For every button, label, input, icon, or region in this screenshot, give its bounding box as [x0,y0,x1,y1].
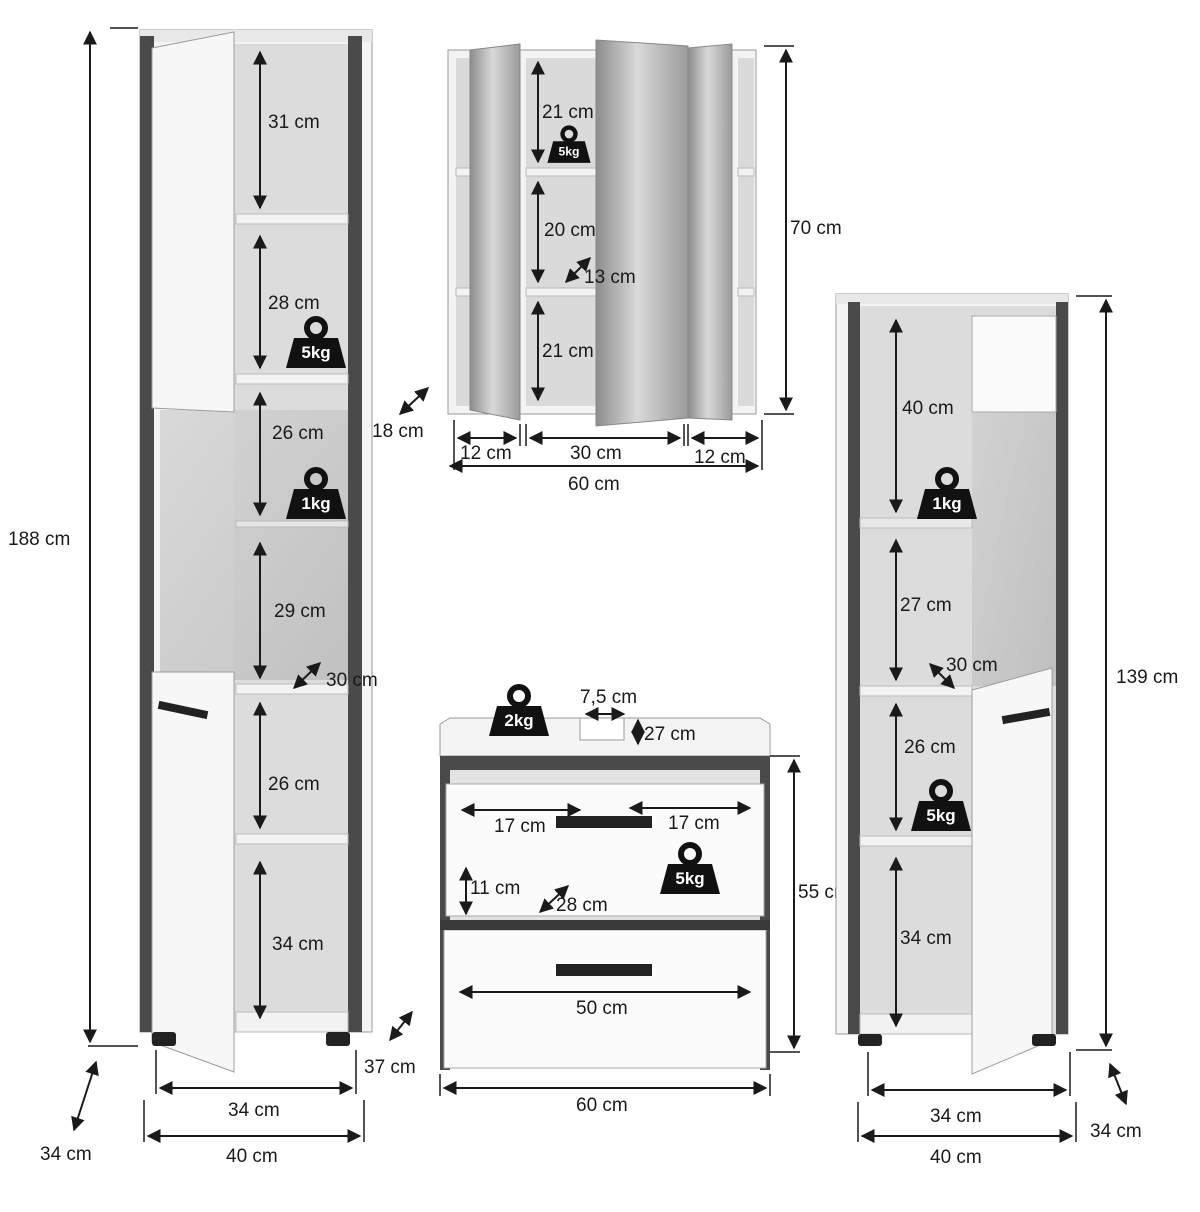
vanity-unit: 2kg 7,5 cm 27 cm 17 cm 17 cm 11 cm 28 cm… [439,687,850,1116]
vanity-drain-depth-label: 27 cm [644,724,696,745]
vanity-drawer-height-label: 11 cm [470,878,520,899]
tall-depth-label: 34 cm [40,1144,92,1165]
mid-shelf-2-label: 27 cm [900,595,952,616]
mirror-height-label: 70 cm [790,218,842,239]
tall-bottom-depth-label: 37 cm [364,1057,416,1078]
tall-height-label: 188 cm [8,529,70,550]
mirror-shelf-3-label: 21 cm [542,341,594,362]
weight-icon: 5kg [911,782,971,831]
tall-weight-1-label: 5kg [301,343,330,362]
vanity-drawer-depth-label: 28 cm [556,895,608,916]
mid-inner-width-label: 34 cm [930,1106,982,1127]
tall-shelf-5-label: 26 cm [268,774,320,795]
tall-shelf-4-label: 29 cm [274,601,326,622]
tall-shelf-1-label: 31 cm [268,112,320,133]
mirror-section-left-label: 12 cm [460,443,512,464]
mid-depth-label: 34 cm [1090,1121,1142,1142]
tall-inner-depth-label: 30 cm [326,670,378,691]
vanity-width-label: 60 cm [576,1095,628,1116]
vanity-drawer-left-label: 17 cm [494,816,546,837]
mirror-shelf-1-label: 21 cm [542,102,594,123]
mirror-cabinet: 21 cm 20 cm 21 cm 5kg 13 cm 70 cm 18 cm … [372,39,842,495]
vanity-drain-width-label: 7,5 cm [580,687,637,708]
mid-weight-2-label: 5kg [926,806,955,825]
mid-inner-depth-label: 30 cm [946,655,998,676]
mirror-weight-label: 5kg [558,145,579,159]
mirror-section-center-label: 30 cm [570,443,622,464]
vanity-drawer-weight-label: 5kg [675,869,704,888]
weight-icon: 1kg [286,470,346,519]
tall-shelf-3-label: 26 cm [272,423,324,444]
weight-icon: 5kg [660,845,720,894]
mirror-inner-depth-label: 13 cm [584,267,636,288]
vanity-drawer-right-label: 17 cm [668,813,720,834]
weight-icon: 2kg [489,687,549,736]
tall-inner-width-label: 34 cm [228,1100,280,1121]
tall-cabinet: 31 cm 28 cm 26 cm 29 cm 26 cm 34 cm 5kg … [8,27,416,1167]
vanity-bottom-drawer-width-label: 50 cm [576,998,628,1019]
weight-icon: 5kg [286,319,346,368]
mirror-section-right-label: 12 cm [694,447,746,468]
mirror-depth-label: 18 cm [372,421,424,442]
mid-weight-1-label: 1kg [932,494,961,513]
mirror-width-label: 60 cm [568,474,620,495]
weight-icon: 1kg [917,470,977,519]
tall-width-label: 40 cm [226,1146,278,1167]
mid-shelf-4-label: 34 cm [900,928,952,949]
weight-icon: 5kg [547,128,590,163]
mid-width-label: 40 cm [930,1147,982,1168]
tall-shelf-2-label: 28 cm [268,293,320,314]
mid-height-label: 139 cm [1116,667,1178,688]
tall-shelf-6-label: 34 cm [272,934,324,955]
tall-weight-2-label: 1kg [301,494,330,513]
mid-shelf-1-label: 40 cm [902,398,954,419]
mid-cabinet: 40 cm 27 cm 26 cm 34 cm 1kg 5kg 30 cm 13… [835,293,1178,1168]
mirror-shelf-2-label: 20 cm [544,220,596,241]
vanity-top-weight-label: 2kg [504,711,533,730]
mid-shelf-3-label: 26 cm [904,737,956,758]
